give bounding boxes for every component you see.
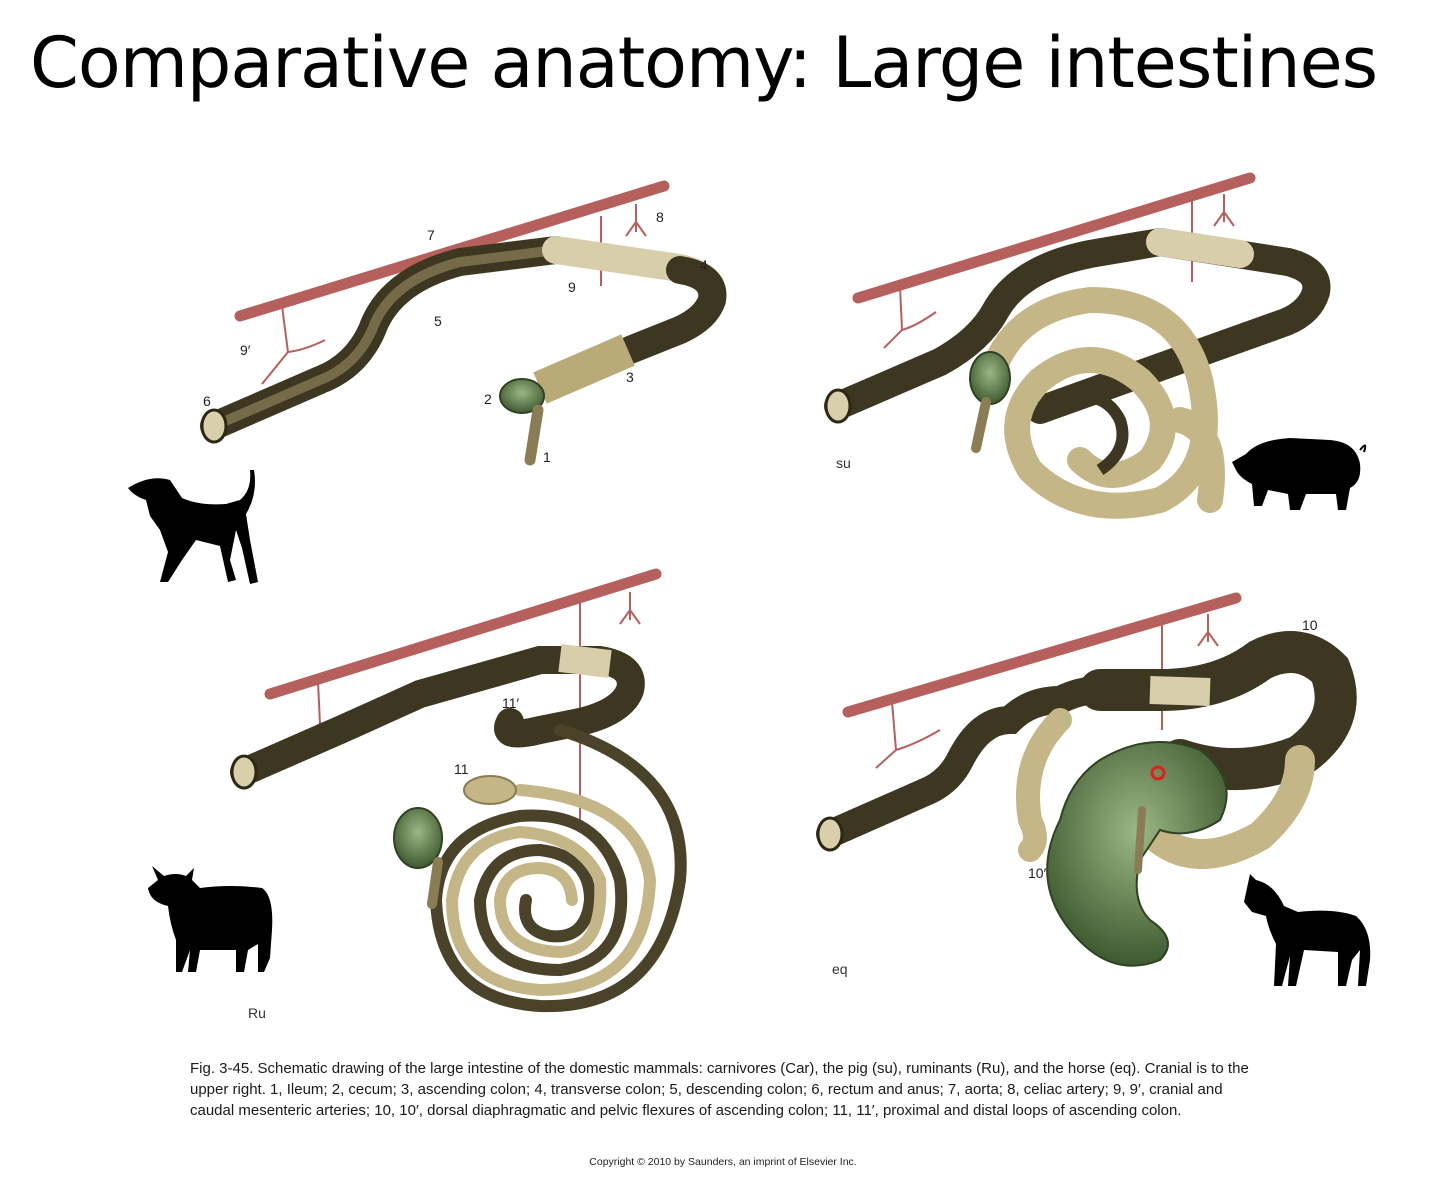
label-10-prime: 10′ — [1028, 865, 1047, 881]
label-11-prime: 11′ — [502, 695, 520, 711]
species-tag-ru: Ru — [248, 1005, 266, 1021]
panel-horse: 10 10′ eq — [816, 592, 1357, 977]
ventral-colon — [1135, 745, 1315, 870]
label-1: 1 — [543, 449, 551, 465]
slide-title: Comparative anatomy: Large intestines — [30, 22, 1378, 104]
label-11: 11 — [454, 761, 469, 777]
anus — [200, 408, 228, 444]
label-8: 8 — [656, 209, 664, 225]
ruminant-spiral-colon — [429, 724, 687, 1013]
caudal-mesenteric-artery — [261, 305, 326, 385]
panel-pig: su — [824, 172, 1331, 519]
cecum — [499, 378, 545, 414]
figure-caption: Fig. 3-45. Schematic drawing of the larg… — [190, 1060, 1249, 1119]
label-7: 7 — [427, 227, 435, 243]
label-10: 10 — [1302, 617, 1318, 633]
dorsal-colon — [1079, 631, 1357, 791]
ascending-colon — [533, 334, 635, 404]
copyright-note: Copyright © 2010 by Saunders, an imprint… — [589, 1156, 857, 1168]
spiral-colon — [977, 286, 1225, 519]
pointer-marker — [1150, 765, 1166, 781]
label-4: 4 — [700, 257, 708, 273]
ileum — [524, 404, 544, 466]
horse-silhouette-icon — [1244, 874, 1371, 986]
panel-carnivore: 1 2 3 4 5 6 7 8 9 9′ — [200, 180, 727, 466]
pig-silhouette-icon — [1232, 438, 1367, 510]
label-3: 3 — [626, 369, 634, 385]
label-9: 9 — [568, 279, 576, 295]
dog-silhouette-icon — [128, 470, 258, 584]
panel-ruminant: 11 11′ Ru — [230, 568, 687, 1021]
celiac-artery — [625, 204, 647, 237]
label-9-prime: 9′ — [240, 342, 251, 358]
label-5: 5 — [434, 313, 442, 329]
label-2: 2 — [484, 391, 492, 407]
cow-silhouette-icon — [148, 866, 273, 972]
species-tag-su: su — [836, 455, 851, 471]
species-tag-eq: eq — [832, 961, 848, 977]
label-6: 6 — [203, 393, 211, 409]
